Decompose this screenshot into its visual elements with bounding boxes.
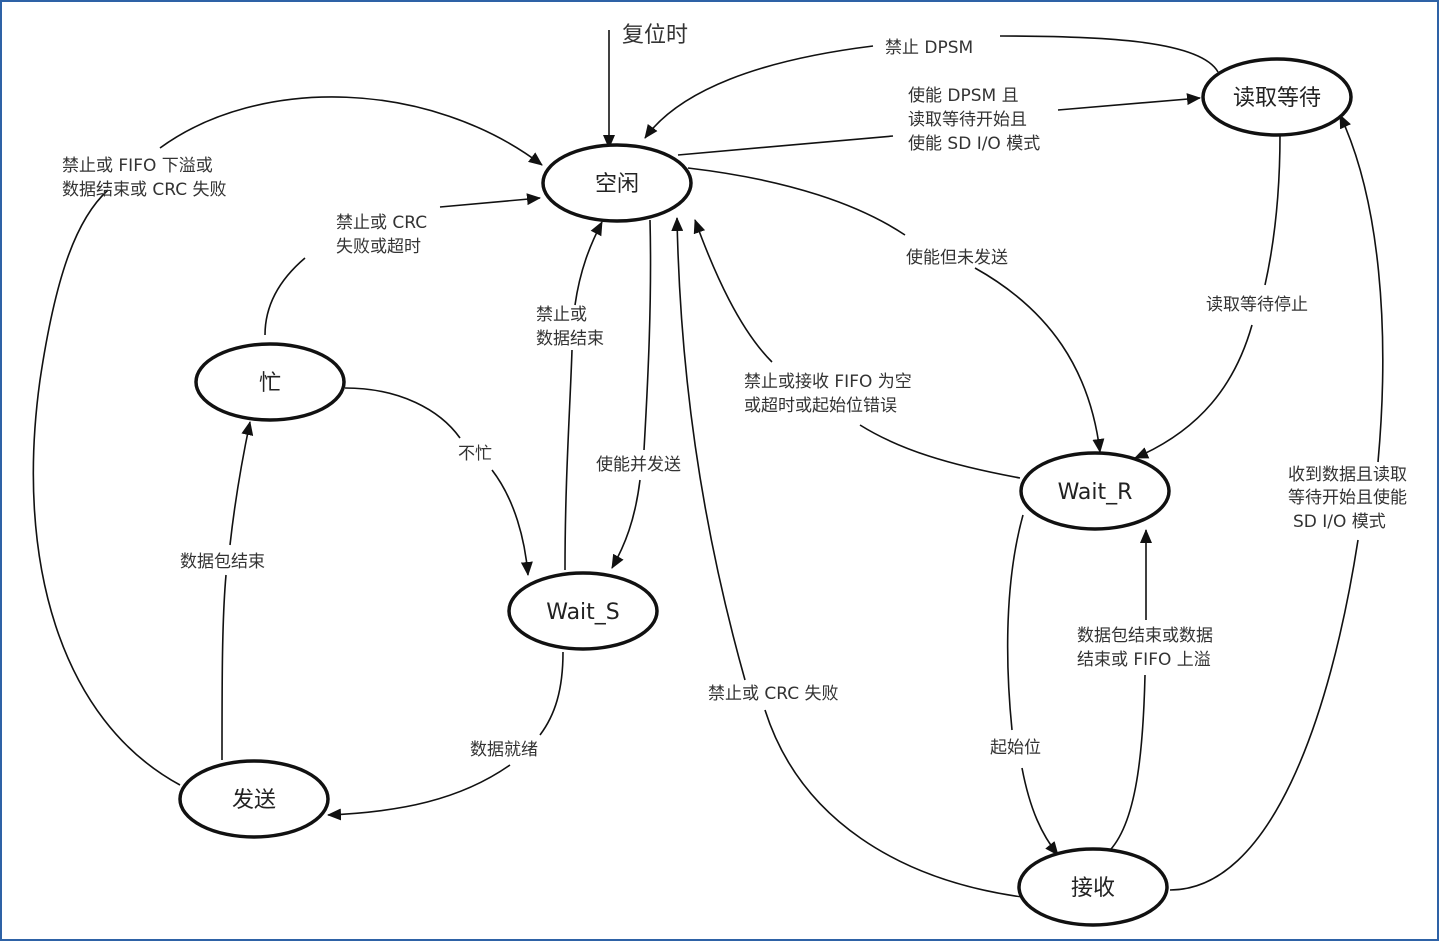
edge-disable-crc-fail xyxy=(764,709,1023,898)
edge-enable-not-send-b xyxy=(974,267,1105,453)
label-disable-crc-fail: 禁止或 CRC 失败 xyxy=(708,684,839,704)
edge-start-bit xyxy=(1006,514,1024,731)
label-crc-timeout-line1: 禁止或 CRC xyxy=(336,213,427,233)
edge-packet-or-overflow xyxy=(1104,674,1146,856)
state-read-wait-label: 读取等待 xyxy=(1233,86,1321,111)
edge-disable-or-end xyxy=(564,349,573,571)
edge-disable-dpsm xyxy=(999,35,1219,73)
state-wait-s-label: Wait_S xyxy=(546,600,620,625)
label-received-data-line2: 等待开始且使能 xyxy=(1288,487,1407,508)
label-fifo-underflow-line1: 禁止或 FIFO 下溢或 xyxy=(62,156,213,176)
edge-read-wait-stop-b xyxy=(1134,324,1253,459)
edge-disable-dpsm-b xyxy=(644,45,874,139)
edge-data-ready xyxy=(539,651,564,736)
label-disable-or-end-line2: 数据结束 xyxy=(536,329,604,349)
label-enable-and-send: 使能并发送 xyxy=(596,454,681,475)
label-start-bit: 起始位 xyxy=(990,738,1041,758)
label-packet-or-overflow-line2: 结束或 FIFO 上溢 xyxy=(1077,650,1211,670)
edge-received-data-b xyxy=(1339,114,1384,463)
edge-crc-timeout-b xyxy=(439,193,541,208)
edge-enable-and-send xyxy=(643,219,652,451)
edge-enable-dpsm xyxy=(677,135,894,156)
edge-enable-dpsm-b xyxy=(1057,93,1201,111)
state-send-label: 发送 xyxy=(232,788,276,813)
edge-data-ready-b xyxy=(327,764,511,821)
label-enable-not-send: 使能但未发送 xyxy=(906,247,1008,268)
edge-packet-end xyxy=(221,574,227,761)
label-enable-dpsm-line2: 读取等待开始且 xyxy=(908,110,1027,130)
label-disable-dpsm: 禁止 DPSM xyxy=(885,38,973,58)
state-receive: 接收 xyxy=(1017,847,1169,927)
state-wait-r-label: Wait_R xyxy=(1058,480,1133,505)
edge-received-data xyxy=(1169,539,1359,891)
label-packet-end: 数据包结束 xyxy=(180,552,265,572)
edge-enable-not-send xyxy=(687,167,906,236)
state-read-wait: 读取等待 xyxy=(1201,57,1353,137)
state-receive-label: 接收 xyxy=(1071,876,1115,901)
label-fifo-empty-line1: 禁止或接收 FIFO 为空 xyxy=(744,372,912,392)
edge-fifo-underflow-b xyxy=(159,96,543,166)
edge-not-busy xyxy=(344,387,461,439)
state-send: 发送 xyxy=(178,759,330,839)
label-enable-dpsm-line1: 使能 DPSM 且 xyxy=(908,85,1019,106)
label-reset: 复位时 xyxy=(622,23,688,48)
edge-packet-end-b xyxy=(229,421,254,546)
state-busy-label: 忙 xyxy=(259,371,281,396)
edge-fifo-empty-b xyxy=(693,219,773,363)
edge-read-wait-stop xyxy=(1264,134,1281,286)
label-received-data-line1: 收到数据且读取 xyxy=(1288,465,1407,485)
state-wait-r: Wait_R xyxy=(1019,451,1171,531)
edge-disable-or-end-b xyxy=(574,221,603,306)
edge-disable-crc-fail-b xyxy=(671,217,746,681)
label-packet-or-overflow-line1: 数据包结束或数据 xyxy=(1077,626,1213,646)
state-idle: 空闲 xyxy=(541,143,693,223)
state-wait-s: Wait_S xyxy=(507,571,659,651)
edge-not-busy-b xyxy=(491,469,533,576)
label-fifo-underflow-line2: 数据结束或 CRC 失败 xyxy=(62,180,227,200)
label-crc-timeout-line2: 失败或超时 xyxy=(336,237,421,257)
state-busy: 忙 xyxy=(194,342,346,422)
label-disable-or-end-line1: 禁止或 xyxy=(536,305,587,325)
label-fifo-empty-line2: 或超时或起始位错误 xyxy=(744,396,897,416)
label-enable-dpsm-line3: 使能 SD I/O 模式 xyxy=(908,133,1040,154)
edge-enable-and-send-b xyxy=(611,479,641,569)
edge-fifo-empty xyxy=(859,424,1021,479)
edge-start-bit-b xyxy=(1021,767,1059,856)
label-received-data-line3: SD I/O 模式 xyxy=(1293,512,1386,532)
state-idle-label: 空闲 xyxy=(595,172,639,197)
edge-fifo-underflow xyxy=(32,189,181,786)
label-read-wait-stop: 读取等待停止 xyxy=(1206,295,1308,315)
label-data-ready: 数据就绪 xyxy=(470,740,538,760)
edge-crc-timeout xyxy=(264,257,306,336)
label-not-busy: 不忙 xyxy=(458,444,492,464)
